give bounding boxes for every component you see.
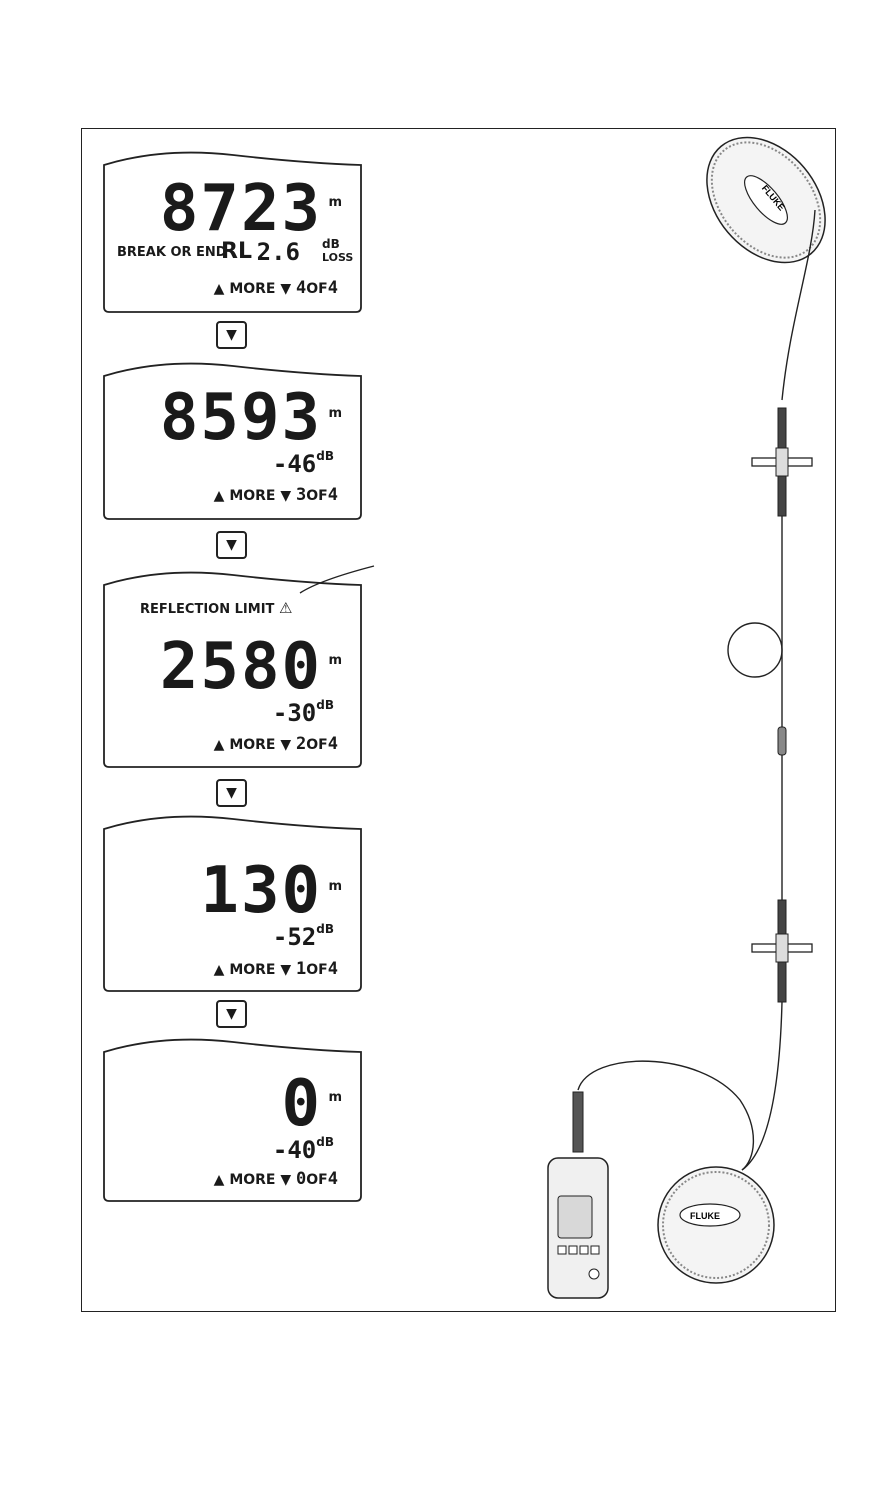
- fiber-loop: [728, 623, 782, 677]
- lower-connector: [752, 900, 812, 1002]
- callout-line: [300, 566, 374, 593]
- far-end-fiber-reel: [683, 114, 850, 286]
- fiber-segment: [742, 1002, 782, 1170]
- upper-connector: [752, 408, 812, 516]
- launch-fiber-reel: [658, 1167, 774, 1283]
- inline-splice: [778, 727, 786, 755]
- otdr-tester: [548, 1092, 608, 1298]
- launch-fiber: [578, 1061, 753, 1170]
- brand-label: FLUKE: [690, 1211, 720, 1221]
